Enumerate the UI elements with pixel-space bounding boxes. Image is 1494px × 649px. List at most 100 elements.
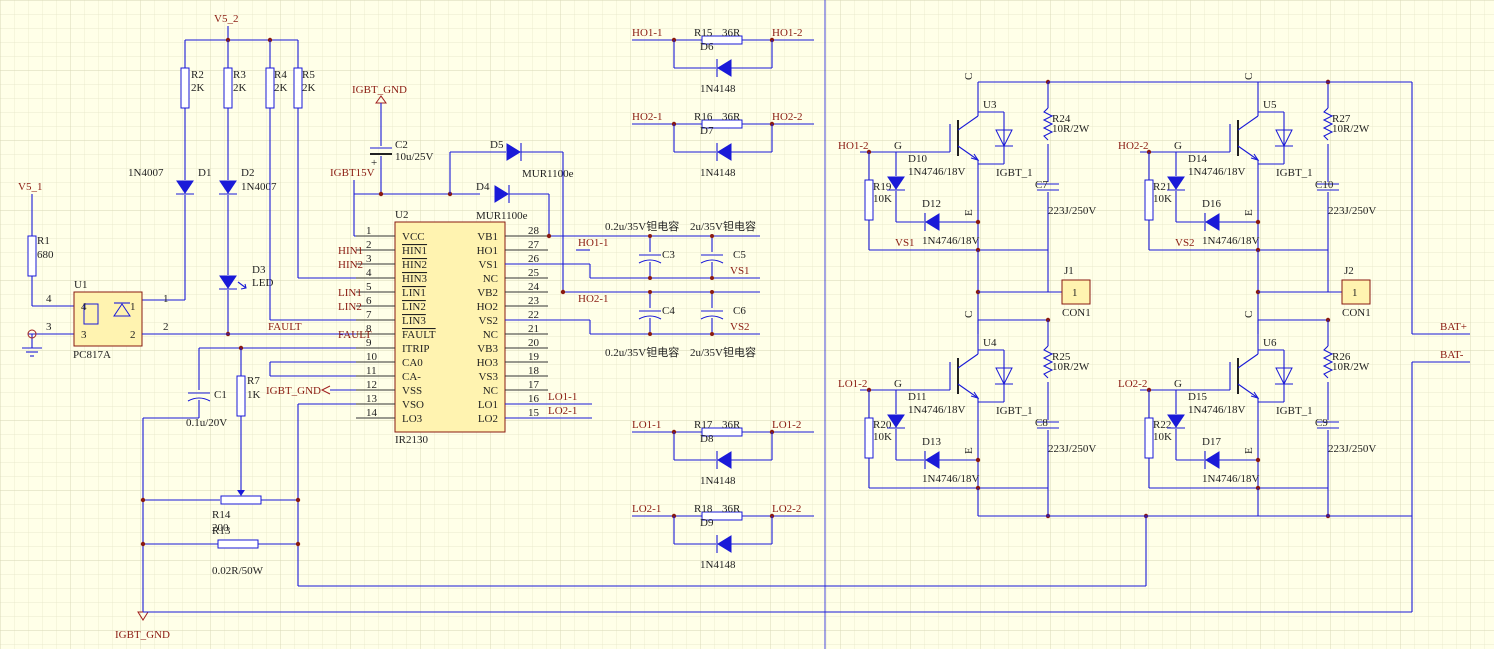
d13-value: 1N4746/18V [922,473,980,485]
net-bat-plus: BAT+ [1440,321,1467,333]
input-section: V5_2 R2 2K R3 2K R4 2K R5 2K 1N4007 D1 D… [18,13,356,361]
j1-ref: J1 [1064,265,1074,277]
c9-value: 223J/250V [1328,443,1376,455]
d4-ref: D4 [476,181,490,193]
net-ho1_1-in: HO1-1 [632,27,663,39]
u5-value: IGBT_1 [1276,167,1313,179]
r18-ref: R18 [694,503,713,515]
u1-pin3: 3 [81,329,87,341]
u1-optocoupler [73,291,143,347]
u2-pin-9-number: 9 [366,337,372,349]
net-bat-minus: BAT- [1440,349,1464,361]
u2-pin-20-name: VB3 [477,343,498,355]
r17-ref: R17 [694,419,713,431]
u4-e-label: E [963,447,975,454]
net-lo1-1-chip: LO1-1 [548,391,577,403]
u2-pin-21-name: NC [483,329,498,341]
u2-pin-19-number: 19 [528,351,540,363]
u2-ref: U2 [395,209,408,221]
u1-pin2: 2 [130,329,136,341]
u2-pin-10-number: 10 [366,351,378,363]
r24-value: 10R/2W [1052,123,1090,135]
svg-text:+: + [371,157,377,169]
u2-pin-17-name: NC [483,385,498,397]
u2-pin-20-number: 20 [528,337,540,349]
u1-ref: U1 [74,279,87,291]
r7-ref: R7 [247,375,260,387]
u3-c-label: C [963,73,975,80]
cap-note-bot-b: 2u/35V钽电容 [690,345,756,359]
net-lo2_1-in: LO2-1 [632,503,661,515]
d9-value: 1N4148 [700,559,736,571]
r20-value: 10K [873,431,892,443]
net-vs1-bridge: VS1 [895,237,915,249]
net-ho2-1-chip: HO2-1 [578,293,609,305]
u1-wire3: 3 [46,321,52,333]
net-igbt15v: IGBT15V [330,167,375,179]
u2-pin-11-number: 11 [366,365,377,377]
u2-pin-12-number: 12 [366,379,377,391]
r21-value: 10K [1153,193,1172,205]
r14-value: 200 [212,522,229,534]
u1-wire2: 2 [163,321,169,333]
u4-c-label: C [963,311,975,318]
dc-rails: BAT+ BAT- [978,81,1470,612]
u2-pin-22-name: VS2 [478,315,498,327]
d2-value: 1N4007 [241,181,277,193]
u2-pin-1-number: 1 [366,225,372,237]
u4-ref: U4 [983,337,997,349]
u2-pin-9-name: ITRIP [402,343,430,355]
net-ho2_2-out: HO2-2 [772,111,803,123]
d5-value: MUR1100e [522,168,574,180]
u3-g-label: G [894,140,902,152]
u2-pin-7-name: LIN3 [402,315,426,327]
d16-ref: D16 [1202,198,1221,210]
u2-pin-8-name: FAULT [402,329,436,341]
r20-ref: R20 [873,419,892,431]
r25-value: 10R/2W [1052,361,1090,373]
u2-pin-5-number: 5 [366,281,372,293]
j2-ref: J2 [1344,265,1354,277]
d15-value: 1N4746/18V [1188,404,1246,416]
r22-value: 10K [1153,431,1172,443]
net-ho1_2-out: HO1-2 [772,27,803,39]
d3-value: LED [252,277,273,289]
d12-ref: D12 [922,198,941,210]
net-vs2-chip: VS2 [730,321,750,333]
u2-pin-6-number: 6 [366,295,372,307]
u2-pin-15-number: 15 [528,407,540,419]
u5-c-label: C [1243,73,1255,80]
d17-value: 1N4746/18V [1202,473,1260,485]
r24-ref: R24 [1052,113,1071,125]
c7-ref: C7 [1035,179,1048,191]
net-lo1_1-in: LO1-1 [632,419,661,431]
r19-ref: R19 [873,181,892,193]
net-ho1_2-gate: HO1-2 [838,140,869,152]
net-igbt-gnd-bottom: IGBT_GND [115,629,170,641]
u1-value: PC817A [73,349,111,361]
u2-ir2130-block: IGBT_GND + C2 10u/25V IGBT15V D5 MUR1100… [330,84,760,446]
r2-ref: R2 [191,69,204,81]
u2-pin-1-name: VCC [402,231,425,243]
d4-value: MUR1100e [476,210,528,222]
r21-ref: R21 [1153,181,1171,193]
r17-value: 36R [722,419,741,431]
u2-pin-28-number: 28 [528,225,540,237]
r7-value: 1K [247,389,261,401]
u2-pin-24-name: VB2 [477,287,498,299]
d13-ref: D13 [922,436,941,448]
u1-wire4: 4 [46,293,52,305]
cap-note-top-a: 0.2u/35V钽电容 [605,219,679,233]
u2-pin-2-number: 2 [366,239,372,251]
u2-pin-4-number: 4 [366,267,372,279]
u6-ref: U6 [1263,337,1277,349]
net-fault: FAULT [268,321,302,333]
u2-net-8: FAULT [338,329,372,341]
d6-value: 1N4148 [700,83,736,95]
c3-ref: C3 [662,249,675,261]
u1-pin1: 1 [130,301,136,313]
u2-pin-7-number: 7 [366,309,372,321]
